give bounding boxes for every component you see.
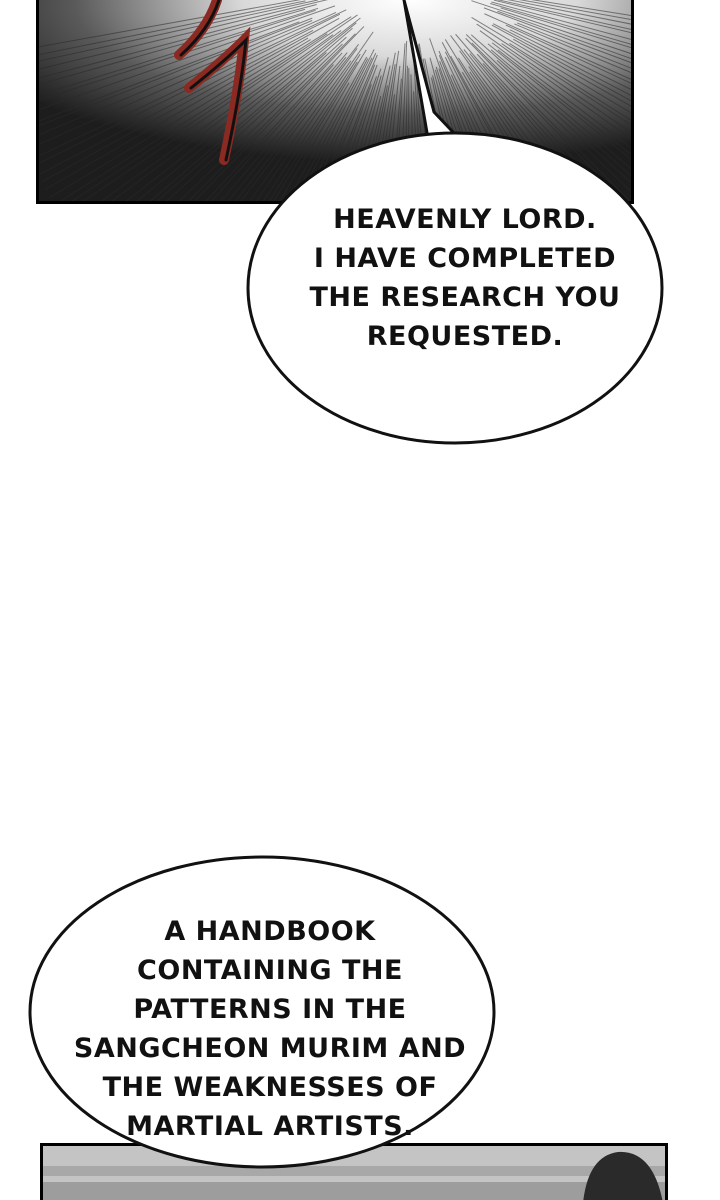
bubble-2-line-1: A HANDBOOK: [70, 912, 470, 951]
top-comic-panel: [36, 0, 634, 204]
bottom-comic-panel: [40, 1143, 668, 1200]
bubble-2-line-5: THE WEAKNESSES OF: [70, 1068, 470, 1107]
bubble-1-line-1: HEAVENLY LORD.: [290, 200, 640, 239]
bubble-2-line-6: MARTIAL ARTISTS.: [70, 1107, 470, 1146]
bubble-1-line-2: I HAVE COMPLETED: [290, 239, 640, 278]
bubble-1-line-4: REQUESTED.: [290, 317, 640, 356]
bottom-panel-art: [43, 1146, 668, 1200]
bubble-2-line-4: SANGCHEON MURIM AND: [70, 1029, 470, 1068]
bubble-2-line-2: CONTAINING THE: [70, 951, 470, 990]
speed-lines-art: [39, 0, 634, 204]
speech-bubble-1-text: HEAVENLY LORD. I HAVE COMPLETED THE RESE…: [290, 200, 640, 356]
bubble-2-line-3: PATTERNS IN THE: [70, 990, 470, 1029]
speech-bubble-2-text: A HANDBOOK CONTAINING THE PATTERNS IN TH…: [70, 912, 470, 1146]
bubble-1-line-3: THE RESEARCH YOU: [290, 278, 640, 317]
